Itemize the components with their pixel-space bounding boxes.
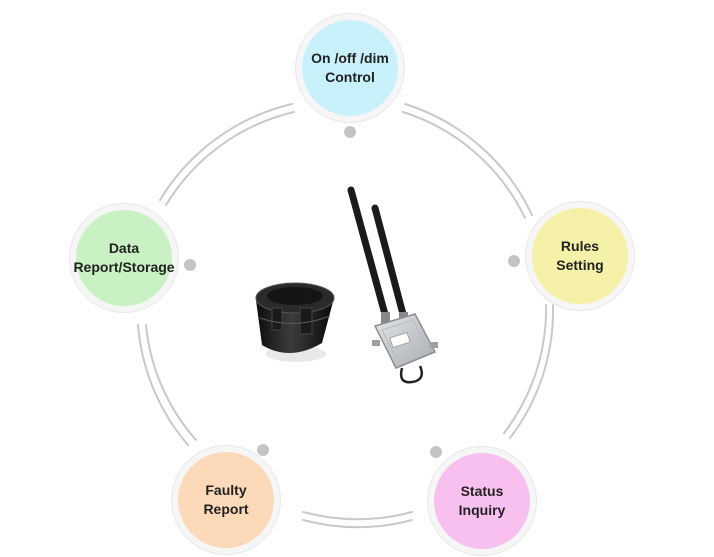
node-label: On /off /dim Control (311, 50, 389, 85)
controller-image (347, 186, 438, 384)
ring-arc-top-left (159, 103, 293, 201)
connector-dot (344, 126, 356, 138)
node-rules-setting: Rules Setting (532, 208, 628, 304)
node-faulty-report: Faulty Report (178, 452, 274, 548)
node-status-inquiry: Status Inquiry (434, 453, 530, 549)
node-label: Faulty Report (203, 482, 249, 517)
ring-arc-top-right (404, 103, 533, 216)
node-label: Rules Setting (556, 238, 604, 273)
ring-arc-right (509, 304, 555, 439)
connector-dot (184, 259, 196, 271)
connector-dot (257, 444, 269, 456)
ring-arc-bottom (302, 511, 413, 521)
connector-dot (508, 255, 520, 267)
node-label: Data Report/Storage (73, 240, 175, 275)
ring-arc-left (137, 324, 189, 446)
node-on-off-dim-control: On /off /dim Control (302, 20, 398, 116)
sensor-image (255, 282, 335, 362)
node-data-report-storage: Data Report/Storage (73, 210, 175, 306)
node-label: Status Inquiry (458, 483, 506, 518)
connector-dot (430, 446, 442, 458)
